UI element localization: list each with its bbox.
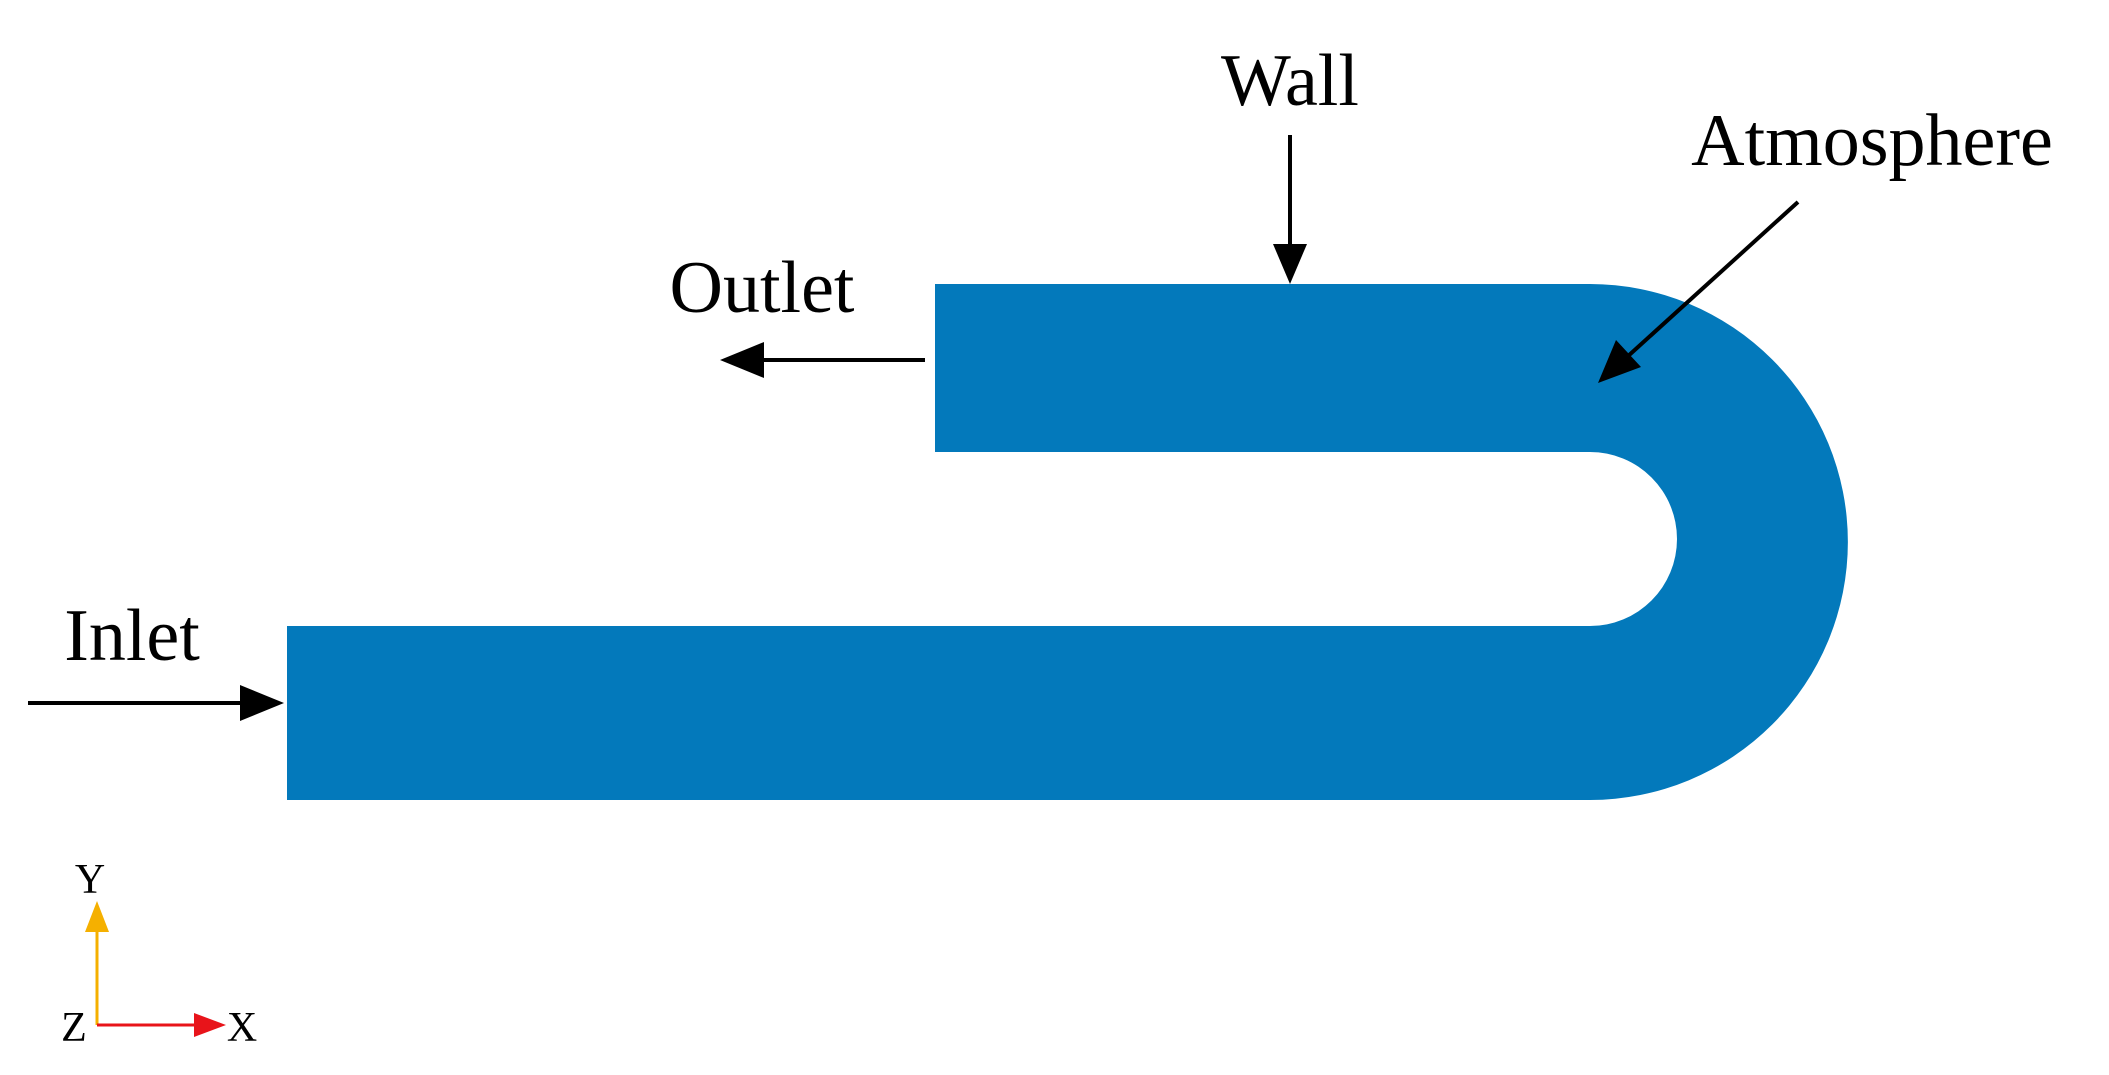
atmosphere-label: Atmosphere [1691, 100, 2053, 182]
outlet-label: Outlet [670, 247, 855, 329]
z-axis-label: Z [61, 1005, 87, 1051]
u-bend-pipe [287, 284, 1848, 800]
atmosphere-arrow [1598, 200, 1800, 383]
wall-label: Wall [1221, 40, 1359, 122]
axis-triad: Y Z X [61, 857, 257, 1051]
wall-arrow [1273, 135, 1307, 284]
inlet-label: Inlet [64, 595, 200, 677]
x-axis-label: X [227, 1005, 257, 1051]
y-axis-arrowhead [85, 901, 109, 932]
outlet-arrow [720, 342, 925, 378]
inlet-arrow [28, 685, 284, 721]
x-axis-arrowhead [194, 1013, 226, 1037]
y-axis-label: Y [75, 857, 105, 903]
